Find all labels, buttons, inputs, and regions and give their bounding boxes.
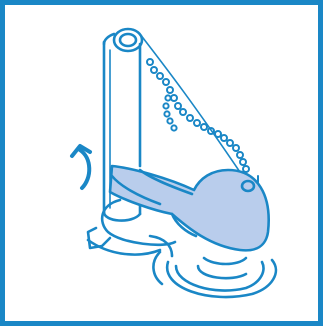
chain-icon: [140, 34, 258, 187]
up-arrow-icon: [72, 146, 90, 188]
flapper-valve-illustration: [5, 5, 318, 321]
flapper-icon: [110, 166, 269, 250]
